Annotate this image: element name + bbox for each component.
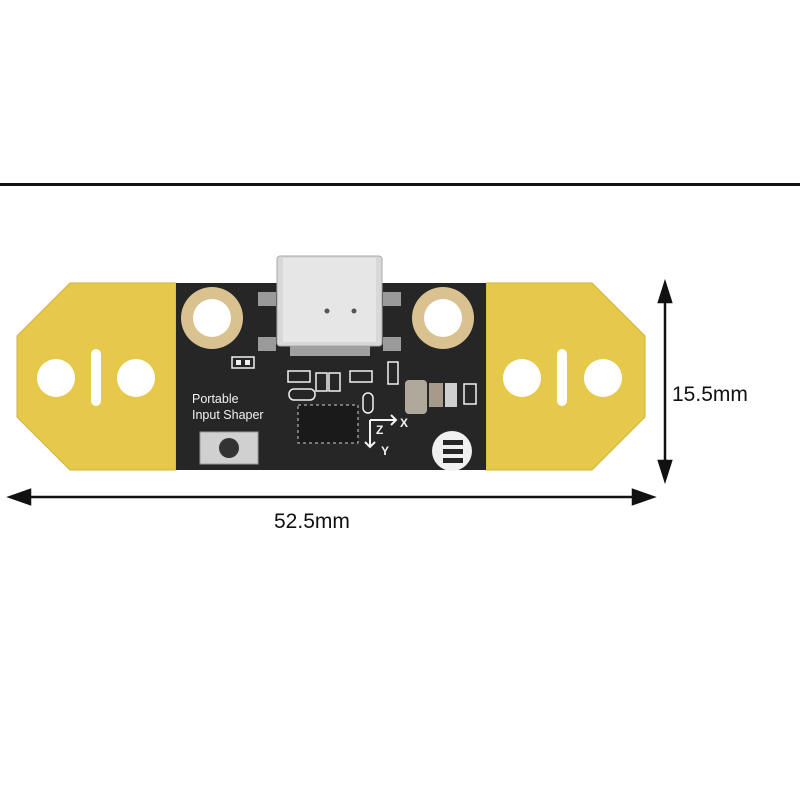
- axis-label-x: X: [400, 416, 409, 430]
- right-mounting-wing: [485, 282, 646, 471]
- smd-components: [231, 356, 477, 414]
- accelerometer-chip: [297, 404, 359, 444]
- right-wing-hole-outer: [584, 359, 622, 397]
- silkscreen-line-2: Input Shaper: [192, 408, 264, 422]
- height-dimension-arrow: [657, 278, 673, 485]
- width-dimension-label: 52.5mm: [274, 510, 350, 533]
- left-mounting-wing: [16, 282, 177, 471]
- usb-c-port-icon: [258, 255, 401, 356]
- height-dimension-label: 15.5mm: [672, 383, 748, 406]
- axis-label-y: Y: [381, 444, 390, 458]
- right-wing-slot: [557, 349, 567, 406]
- tactile-button-icon: [199, 431, 259, 465]
- left-wing-hole-outer: [37, 359, 75, 397]
- width-dimension-arrow: [6, 488, 657, 506]
- axis-label-z: Z: [376, 423, 384, 437]
- left-wing-hole-inner: [117, 359, 155, 397]
- silkscreen-line-1: Portable: [192, 392, 239, 406]
- silkscreen-label: Portable Input Shaper: [192, 391, 264, 423]
- divider-line: [0, 183, 800, 186]
- left-wing-slot: [91, 349, 101, 406]
- axis-indicator-icon: [364, 414, 398, 449]
- brand-logo-icon: [432, 431, 472, 471]
- right-wing-hole-inner: [503, 359, 541, 397]
